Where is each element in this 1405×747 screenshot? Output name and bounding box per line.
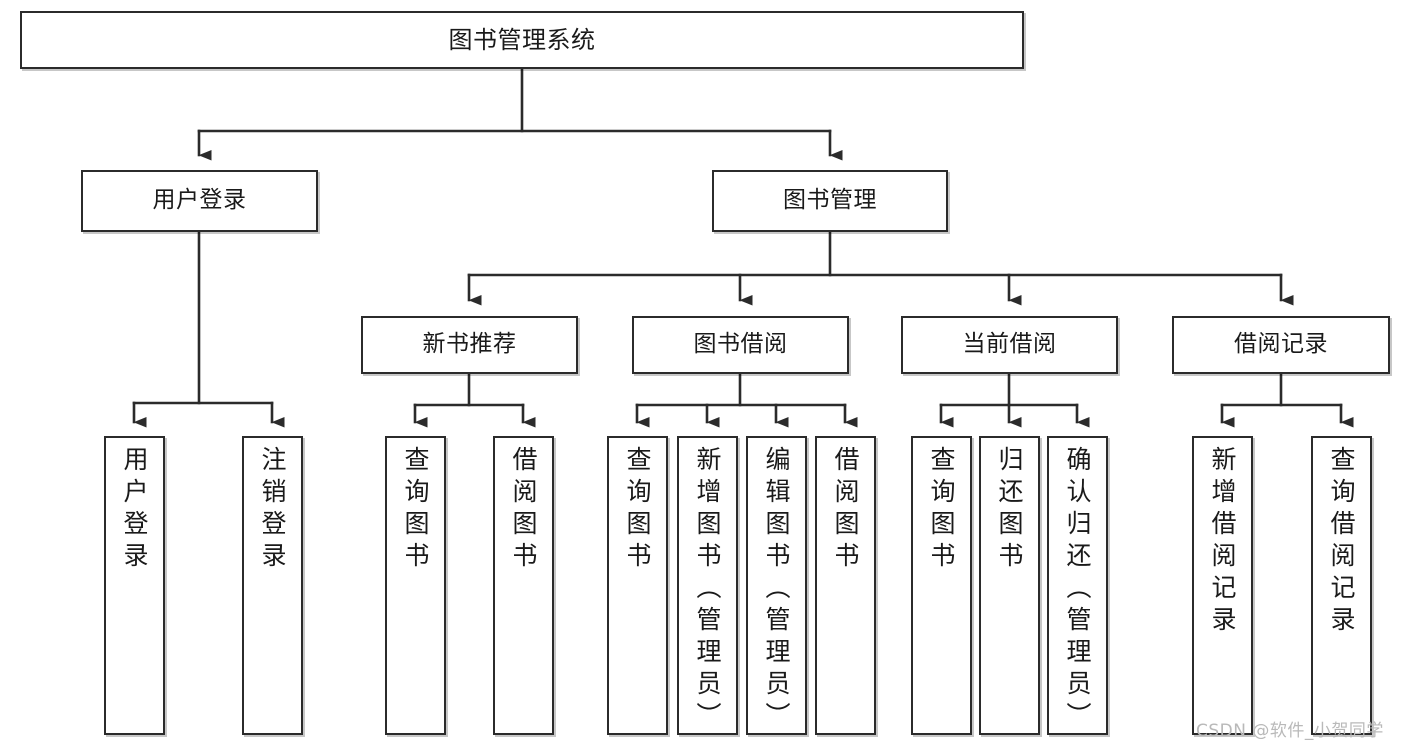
node-label: 查询图书 (623, 446, 652, 574)
leaf-return-book[interactable]: 归还图书 (979, 436, 1040, 735)
node-label: 新增图书（管理员） (693, 446, 722, 734)
node-label: 借阅图书 (831, 446, 860, 574)
leaf-add-borrow-record[interactable]: 新增借阅记录 (1192, 436, 1253, 735)
leaf-query-book-borrow[interactable]: 查询图书 (607, 436, 668, 735)
node-label: 编辑图书（管理员） (762, 446, 791, 734)
csdn-watermark: CSDN @软件_小贺同学 (1196, 721, 1384, 741)
node-label: 图书管理系统 (448, 25, 596, 54)
leaf-logout[interactable]: 注销登录 (242, 436, 303, 735)
leaf-confirm-return-admin[interactable]: 确认归还（管理员） (1047, 436, 1108, 735)
node-label: 用户登录 (120, 446, 149, 574)
node-label: 图书借阅 (693, 331, 788, 358)
leaf-user-login[interactable]: 用户登录 (104, 436, 165, 735)
node-label: 查询图书 (927, 446, 956, 574)
node-label: 归还图书 (995, 446, 1024, 574)
leaf-edit-book-admin[interactable]: 编辑图书（管理员） (746, 436, 807, 735)
node-user-login[interactable]: 用户登录 (81, 170, 318, 232)
node-label: 新书推荐 (422, 331, 517, 358)
leaf-add-book-admin[interactable]: 新增图书（管理员） (677, 436, 738, 735)
node-book-borrowing[interactable]: 图书借阅 (632, 316, 849, 374)
node-new-book-recommendation[interactable]: 新书推荐 (361, 316, 578, 374)
node-label: 确认归还（管理员） (1063, 446, 1092, 734)
leaf-borrow-book-recommend[interactable]: 借阅图书 (493, 436, 554, 735)
node-label: 查询图书 (401, 446, 430, 574)
node-current-borrowing[interactable]: 当前借阅 (901, 316, 1118, 374)
leaf-query-book-recommend[interactable]: 查询图书 (385, 436, 446, 735)
node-label: 借阅记录 (1234, 331, 1328, 358)
node-book-management[interactable]: 图书管理 (712, 170, 948, 232)
node-label: 用户登录 (152, 187, 247, 214)
node-borrowing-records[interactable]: 借阅记录 (1172, 316, 1390, 374)
leaf-query-book-current[interactable]: 查询图书 (911, 436, 972, 735)
leaf-query-borrow-record[interactable]: 查询借阅记录 (1311, 436, 1372, 735)
leaf-borrow-book[interactable]: 借阅图书 (815, 436, 876, 735)
node-label: 查询借阅记录 (1327, 446, 1356, 638)
node-label: 当前借阅 (962, 331, 1057, 358)
node-label: 新增借阅记录 (1208, 446, 1237, 638)
node-label: 注销登录 (258, 446, 287, 574)
node-label: 图书管理 (783, 187, 877, 214)
node-label: 借阅图书 (509, 446, 538, 574)
node-root-book-management-system[interactable]: 图书管理系统 (20, 11, 1024, 69)
